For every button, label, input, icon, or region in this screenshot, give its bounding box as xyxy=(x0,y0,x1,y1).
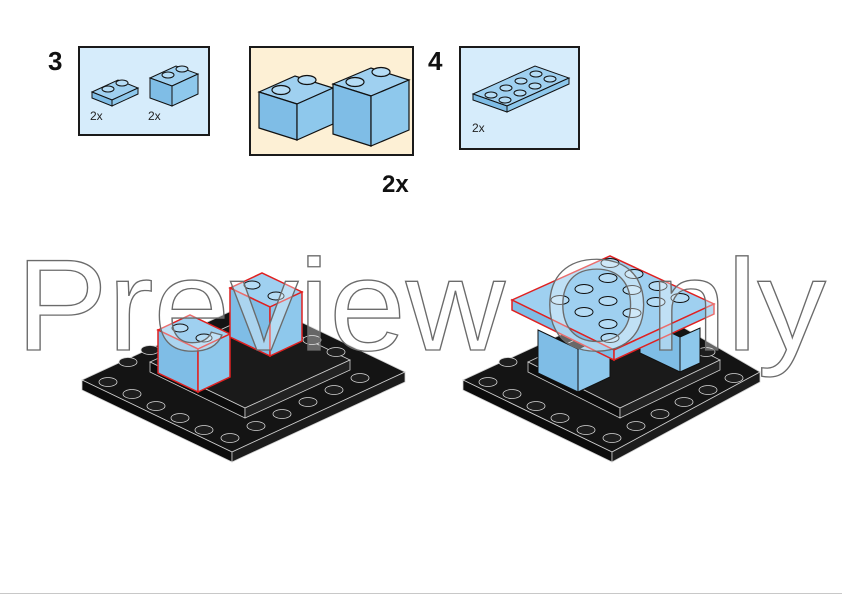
subassembly-multiplier: 2x xyxy=(382,171,409,198)
step-number-4: 4 xyxy=(428,46,443,76)
part-quantity: 2x xyxy=(90,109,103,123)
step-number-3: 3 xyxy=(48,46,63,76)
page-bottom-rule xyxy=(0,593,842,594)
part-quantity: 2x xyxy=(148,109,161,123)
subassembly-illustration xyxy=(257,66,411,147)
step-3-subassembly-callout xyxy=(249,46,414,156)
plate-1x2-icon xyxy=(90,79,140,107)
part-quantity: 2x xyxy=(472,121,485,135)
step-3-parts-list: 2x 2x xyxy=(78,46,210,136)
brick-1x2-icon xyxy=(148,65,200,107)
step-3-parts-illustration xyxy=(90,65,200,107)
plate-2x4-icon xyxy=(471,65,571,113)
step-4-parts-list: 2x xyxy=(459,46,580,150)
